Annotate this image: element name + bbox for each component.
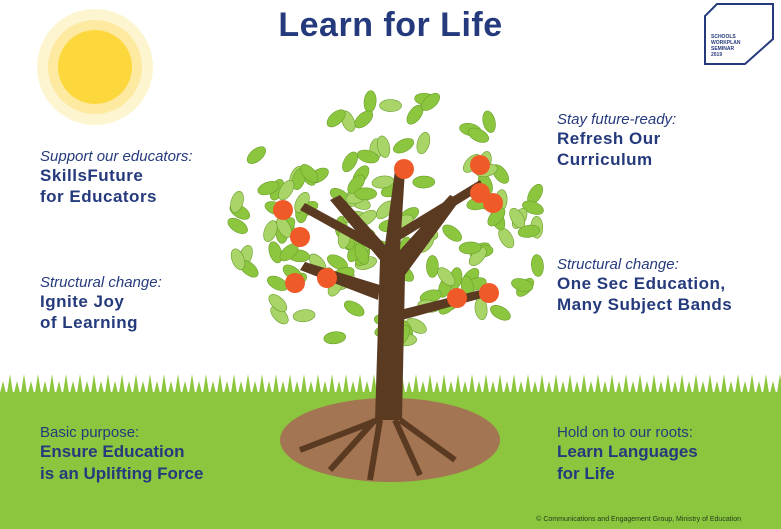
item-heading: SkillsFuture [40,166,144,185]
fruit [394,159,414,179]
leaf [292,309,316,323]
leaf [437,267,456,287]
item-heading: for Life [557,464,615,483]
leaf [393,138,415,154]
item-refresh-curriculum: Stay future-ready: Refresh Our Curriculu… [557,111,676,170]
fruit [317,268,337,288]
leaf [342,151,358,173]
leaf [227,217,248,234]
leaf [511,278,534,292]
fruit [447,288,467,308]
leaf [230,248,246,271]
leaf [442,224,462,242]
leaf [230,190,244,213]
svg-text:SEMINAR: SEMINAR [711,46,734,52]
fruit [479,283,499,303]
item-heading: One Sec Education, [557,274,726,293]
leaf [531,254,544,277]
leaf [363,90,377,113]
item-heading: Curriculum [557,150,653,169]
leaf [278,179,295,201]
leaf [379,99,402,112]
item-heading: Many Subject Bands [557,295,733,314]
tree-icon [227,90,544,481]
leaf [246,146,266,164]
item-label: Support our educators: [40,148,193,165]
leaf [323,331,346,345]
item-subject-bands: Structural change: One Sec Education, Ma… [557,256,732,315]
fruit [285,273,305,293]
fruit [483,193,503,213]
item-skillsfuture: Support our educators: SkillsFuture for … [40,148,193,207]
item-languages: Hold on to our roots: Learn Languages fo… [557,424,698,485]
leaf [354,110,374,129]
item-heading: is an Uplifting Force [40,464,204,483]
leaf [347,174,365,194]
item-uplifting-force: Basic purpose: Ensure Education is an Up… [40,424,203,485]
leaf [343,300,365,317]
item-heading: Refresh Our [557,129,661,148]
fruit [470,155,490,175]
item-label: Structural change: [40,274,162,291]
leaf [421,92,440,111]
item-heading: of Learning [40,313,139,332]
leaf [356,149,379,164]
svg-text:2019: 2019 [711,52,722,58]
item-label: Structural change: [557,256,679,273]
fruit [290,227,310,247]
leaf [467,127,490,143]
svg-text:SCHOOLS: SCHOOLS [711,34,736,40]
leaf [257,181,280,196]
page-title: Learn for Life [278,6,503,44]
leaf [522,200,544,215]
item-heading: Learn Languages [557,442,698,461]
leaf [412,175,436,189]
leaf [482,110,496,133]
item-label: Hold on to our roots: [557,424,693,441]
leaf [517,224,541,238]
item-heading: Ignite Joy [40,292,125,311]
leaf [326,109,346,128]
credit-text: © Communications and Engagement Group, M… [536,516,741,523]
svg-text:WORKPLAN: WORKPLAN [711,40,741,46]
leaf [458,241,482,255]
fruit [273,200,293,220]
item-label: Basic purpose: [40,424,140,441]
leaf [354,187,377,201]
sun-icon [37,9,153,125]
leaf [354,243,369,265]
item-ignite-joy: Structural change: Ignite Joy of Learnin… [40,274,162,333]
item-label: Stay future-ready: [557,111,677,128]
leaf [263,220,278,242]
leaf [426,255,439,278]
leaf [416,132,431,155]
leaf [268,241,283,264]
leaf [490,304,511,321]
leaf [268,294,288,313]
logo: SCHOOLS WORKPLAN SEMINAR 2019 [704,3,774,65]
item-heading: Ensure Education [40,442,185,461]
item-heading: for Educators [40,187,158,206]
leaf [376,135,391,158]
leaf [300,164,319,183]
